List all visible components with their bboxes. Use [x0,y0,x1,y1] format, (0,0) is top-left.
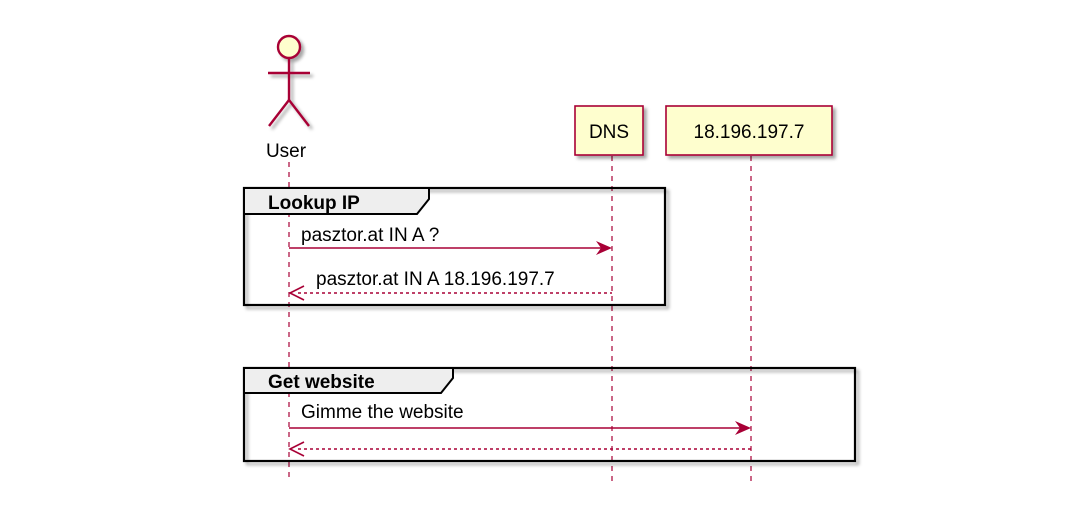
participant-dns-box: DNS [574,105,644,156]
message-lookup-request: pasztor.at IN A ? [289,225,612,255]
arrow-right-icon [596,241,612,255]
arrow-left-icon [288,285,305,301]
group-website-title: Get website [268,372,375,393]
group-website-frame: Get website [242,366,857,463]
message-website-response [288,441,751,457]
message-lookup-request-label: pasztor.at IN A ? [301,225,439,246]
arrow-right-icon [735,421,751,435]
group-lookup-title: Lookup IP [268,193,360,214]
user-actor-icon [268,34,310,127]
message-lookup-response: pasztor.at IN A 18.196.197.7 [288,269,612,301]
group-lookup-frame: Lookup IP [242,186,667,307]
participant-server-box: 18.196.197.7 [665,105,833,156]
message-website-request: Gimme the website [289,402,751,435]
message-website-request-label: Gimme the website [301,402,464,423]
arrow-left-icon [288,441,305,457]
message-lookup-response-label: pasztor.at IN A 18.196.197.7 [316,269,555,290]
participant-dns-label: DNS [589,122,629,143]
participant-user-label: User [266,141,307,162]
participant-server-label: 18.196.197.7 [694,122,805,143]
